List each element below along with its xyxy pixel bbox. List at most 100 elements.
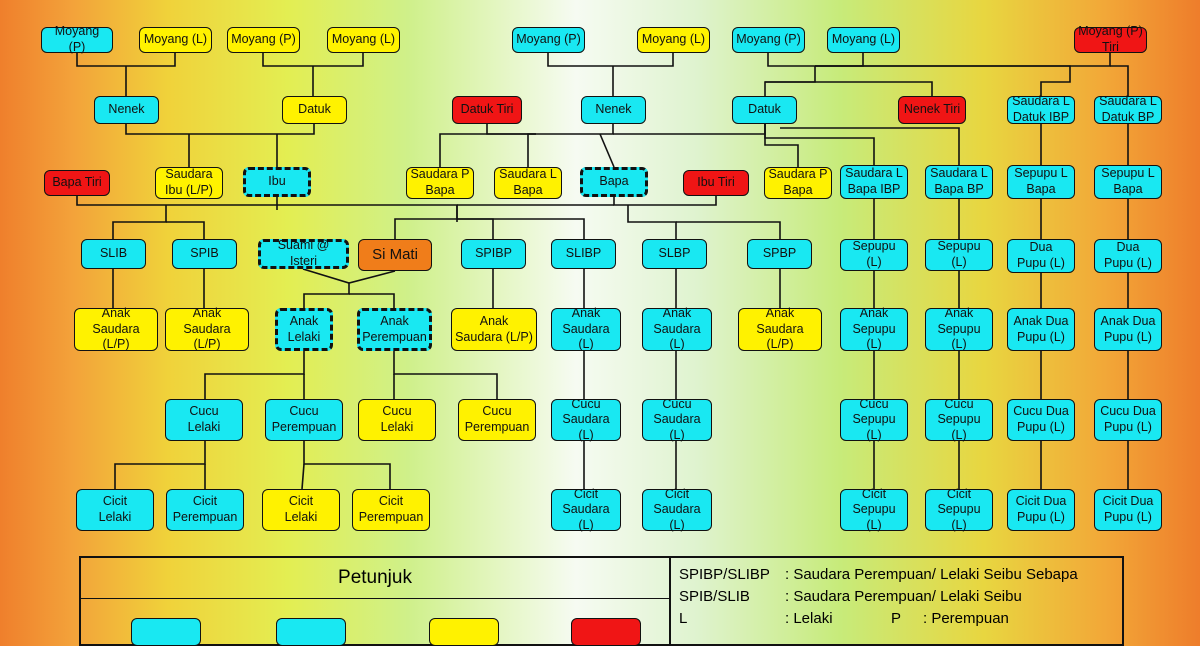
tree-node-n44: Anak Lelaki: [275, 308, 333, 351]
tree-node-n63: Cucu Dua Pupu (L): [1094, 399, 1162, 441]
connector-4: [547, 53, 674, 67]
tree-node-n19: Saudara Ibu (L/P): [155, 167, 223, 199]
connector-54: [204, 351, 305, 399]
legend-panel: Petunjuk SPIBP/SLIBP: Saudara Perempuan/…: [79, 556, 1124, 646]
tree-node-n5: Moyang (P): [512, 27, 585, 53]
connector-18: [613, 124, 766, 135]
connector-30: [627, 205, 677, 239]
connector-27: [166, 221, 205, 239]
tree-node-n33: Si Mati: [358, 239, 432, 271]
connector-11: [765, 81, 933, 96]
tree-node-n30: SLIB: [81, 239, 146, 269]
tree-node-n45: Anak Perempuan: [357, 308, 432, 351]
connector-64: [114, 441, 206, 489]
tree-node-n50: Anak Sepupu (L): [840, 306, 908, 351]
tree-node-n67: Cicit Perempuan: [352, 489, 430, 531]
tree-node-n42: Anak Saudara (L/P): [74, 306, 158, 351]
tree-node-n58: Cucu Saudara (L): [551, 397, 621, 442]
tree-node-n68: Cicit Saudara (L): [551, 487, 621, 532]
tree-node-n62: Cucu Dua Pupu (L): [1007, 399, 1075, 441]
connector-32: [394, 205, 458, 239]
tree-node-n70: Cicit Sepupu (L): [840, 487, 908, 532]
tree-node-n37: SPBP: [747, 239, 812, 269]
connector-22: [780, 127, 960, 165]
tree-node-n9: Moyang (P) Tiri: [1074, 24, 1147, 54]
tree-node-n35: SLIBP: [551, 239, 616, 269]
tree-node-n20: Ibu: [243, 167, 311, 197]
connector-33: [457, 218, 494, 239]
tree-node-n3: Moyang (P): [227, 27, 300, 53]
tree-node-n28: Sepupu L Bapa: [1007, 165, 1075, 199]
family-tree-diagram: Moyang (P) Moyang (L) Moyang (P) Moyang (L)…: [41, 24, 1162, 532]
tree-node-n31: SPIB: [172, 239, 237, 269]
connector-19: [599, 133, 615, 168]
tree-node-n43: Anak Saudara (L/P): [165, 306, 249, 351]
connector-9: [815, 65, 1071, 96]
tree-node-n71: Cicit Sepupu (L): [925, 487, 993, 532]
connector-17: [439, 133, 536, 167]
tree-node-n25: Saudara P Bapa: [764, 167, 832, 199]
tree-node-n56: Cucu Lelaki: [358, 399, 436, 441]
tree-node-n72: Cicit Dua Pupu (L): [1007, 489, 1075, 531]
connector-31: [676, 221, 781, 239]
tree-node-n22: Saudara L Bapa: [494, 167, 562, 199]
connector-42: [303, 283, 350, 308]
tree-node-n13: Nenek: [581, 96, 646, 124]
connector-34: [457, 218, 585, 239]
legend-note-1: SPIBP/SLIBP: Saudara Perempuan/ Lelaki S…: [679, 566, 1078, 583]
tree-node-n59: Cucu Saudara (L): [642, 397, 712, 442]
tree-node-n49: Anak Saudara (L/P): [738, 306, 822, 351]
connector-25: [76, 196, 278, 206]
tree-node-n12: Datuk Tiri: [452, 96, 522, 124]
tree-node-n26: Saudara L Bapa IBP: [840, 165, 908, 199]
tree-node-n69: Cicit Saudara (L): [642, 487, 712, 532]
tree-node-n61: Cucu Sepupu (L): [925, 397, 993, 442]
connector-16: [527, 133, 536, 167]
tree-node-n47: Anak Saudara (L): [551, 306, 621, 351]
tree-node-n65: Cicit Perempuan: [166, 489, 244, 531]
connector-8: [815, 53, 1111, 67]
tree-node-n16: Saudara L Datuk IBP: [1007, 94, 1075, 124]
tree-node-n38: Sepupu (L): [840, 239, 908, 271]
legend-left-column: Petunjuk: [81, 558, 671, 646]
connector-12: [125, 124, 315, 135]
tree-node-n7: Moyang (P): [732, 27, 805, 53]
tree-node-n18: Bapa Tiri: [44, 170, 110, 196]
tree-node-n4: Moyang (L): [327, 27, 400, 53]
tree-node-n52: Anak Dua Pupu (L): [1007, 308, 1075, 351]
tree-node-n17: Saudara L Datuk BP: [1094, 94, 1162, 124]
tree-node-n15: Nenek Tiri: [898, 96, 966, 124]
tree-node-n10: Nenek: [94, 96, 159, 124]
connector-67: [301, 463, 305, 490]
legend-swatch-yellow: [429, 618, 499, 646]
tree-node-n64: Cicit Lelaki: [76, 489, 154, 531]
tree-node-n23: Bapa: [580, 167, 648, 197]
connector-66: [303, 441, 391, 489]
tree-node-n41: Dua Pupu (L): [1094, 239, 1162, 273]
tree-node-n6: Moyang (L): [637, 27, 710, 53]
tree-node-n34: SPIBP: [461, 239, 526, 269]
legend-swatch-cyan-dashed: [276, 618, 346, 646]
tree-node-n53: Anak Dua Pupu (L): [1094, 308, 1162, 351]
connector-20: [764, 124, 799, 167]
tree-node-n1: Moyang (P): [41, 24, 113, 54]
connector-7: [764, 66, 816, 96]
tree-node-n21: Saudara P Bapa: [406, 167, 474, 199]
connector-lines: [76, 53, 1129, 490]
tree-node-n24: Ibu Tiri: [683, 170, 749, 196]
tree-node-n55: Cucu Perempuan: [265, 399, 343, 441]
tree-node-n27: Saudara L Bapa BP: [925, 165, 993, 199]
legend-swatch-cyan: [131, 618, 201, 646]
connector-43: [349, 293, 395, 308]
tree-node-n14: Datuk: [732, 96, 797, 124]
connector-29: [613, 196, 717, 206]
legend-title: Petunjuk: [81, 558, 669, 599]
legend-swatch-red: [571, 618, 641, 646]
tree-node-n40: Dua Pupu (L): [1007, 239, 1075, 273]
tree-node-n39: Sepupu (L): [925, 239, 993, 271]
tree-node-n46: Anak Saudara (L/P): [451, 308, 537, 351]
tree-node-n57: Cucu Perempuan: [458, 399, 536, 441]
legend-note-2: SPIB/SLIB: Saudara Perempuan/ Lelaki Sei…: [679, 588, 1022, 605]
tree-node-n11: Datuk: [282, 96, 347, 124]
tree-node-n73: Cicit Dua Pupu (L): [1094, 489, 1162, 531]
